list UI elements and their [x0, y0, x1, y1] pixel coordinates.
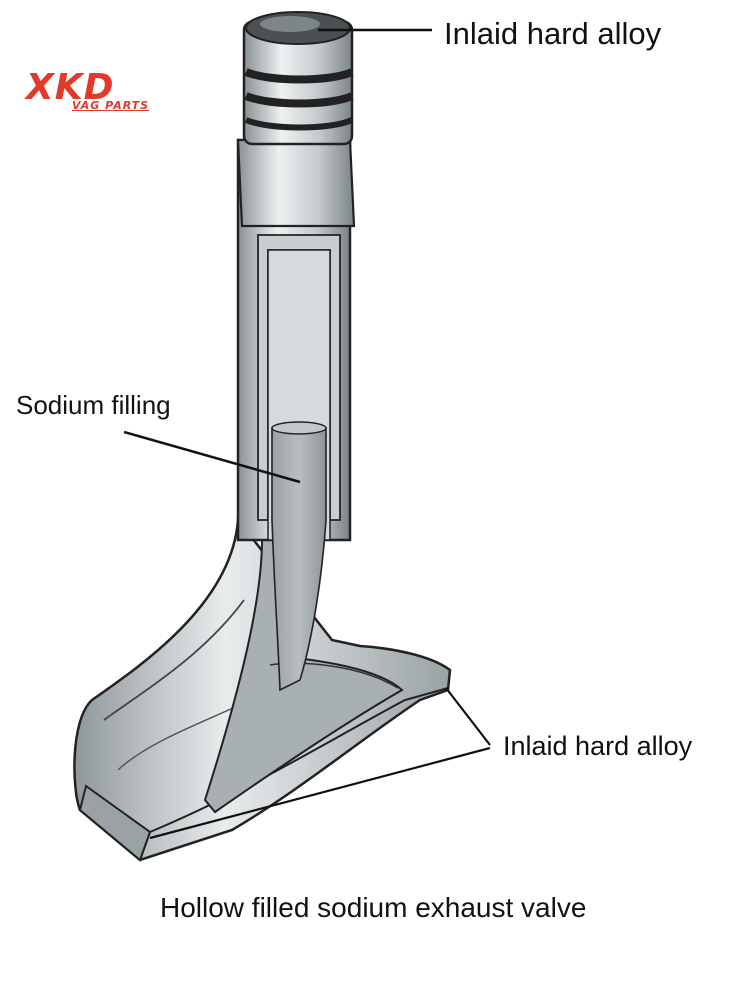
xkd-logo: XKD VAG PARTS: [26, 70, 186, 120]
leader-line-sodium: [123, 430, 301, 484]
valve-tip: [242, 11, 354, 146]
label-sodium-filling: Sodium filling: [16, 390, 171, 420]
label-inlaid-hard-alloy-bottom: Inlaid hard alloy: [503, 731, 693, 761]
leader-line-bottom-2: [149, 746, 491, 840]
logo-text: XKD: [26, 67, 115, 108]
sodium-filling: [271, 427, 327, 692]
label-inlaid-hard-alloy-top: Inlaid hard alloy: [444, 16, 662, 51]
leader-line-bottom-1: [445, 687, 491, 746]
diagram-caption: Hollow filled sodium exhaust valve: [160, 892, 587, 923]
logo-subtext: VAG PARTS: [72, 99, 150, 112]
